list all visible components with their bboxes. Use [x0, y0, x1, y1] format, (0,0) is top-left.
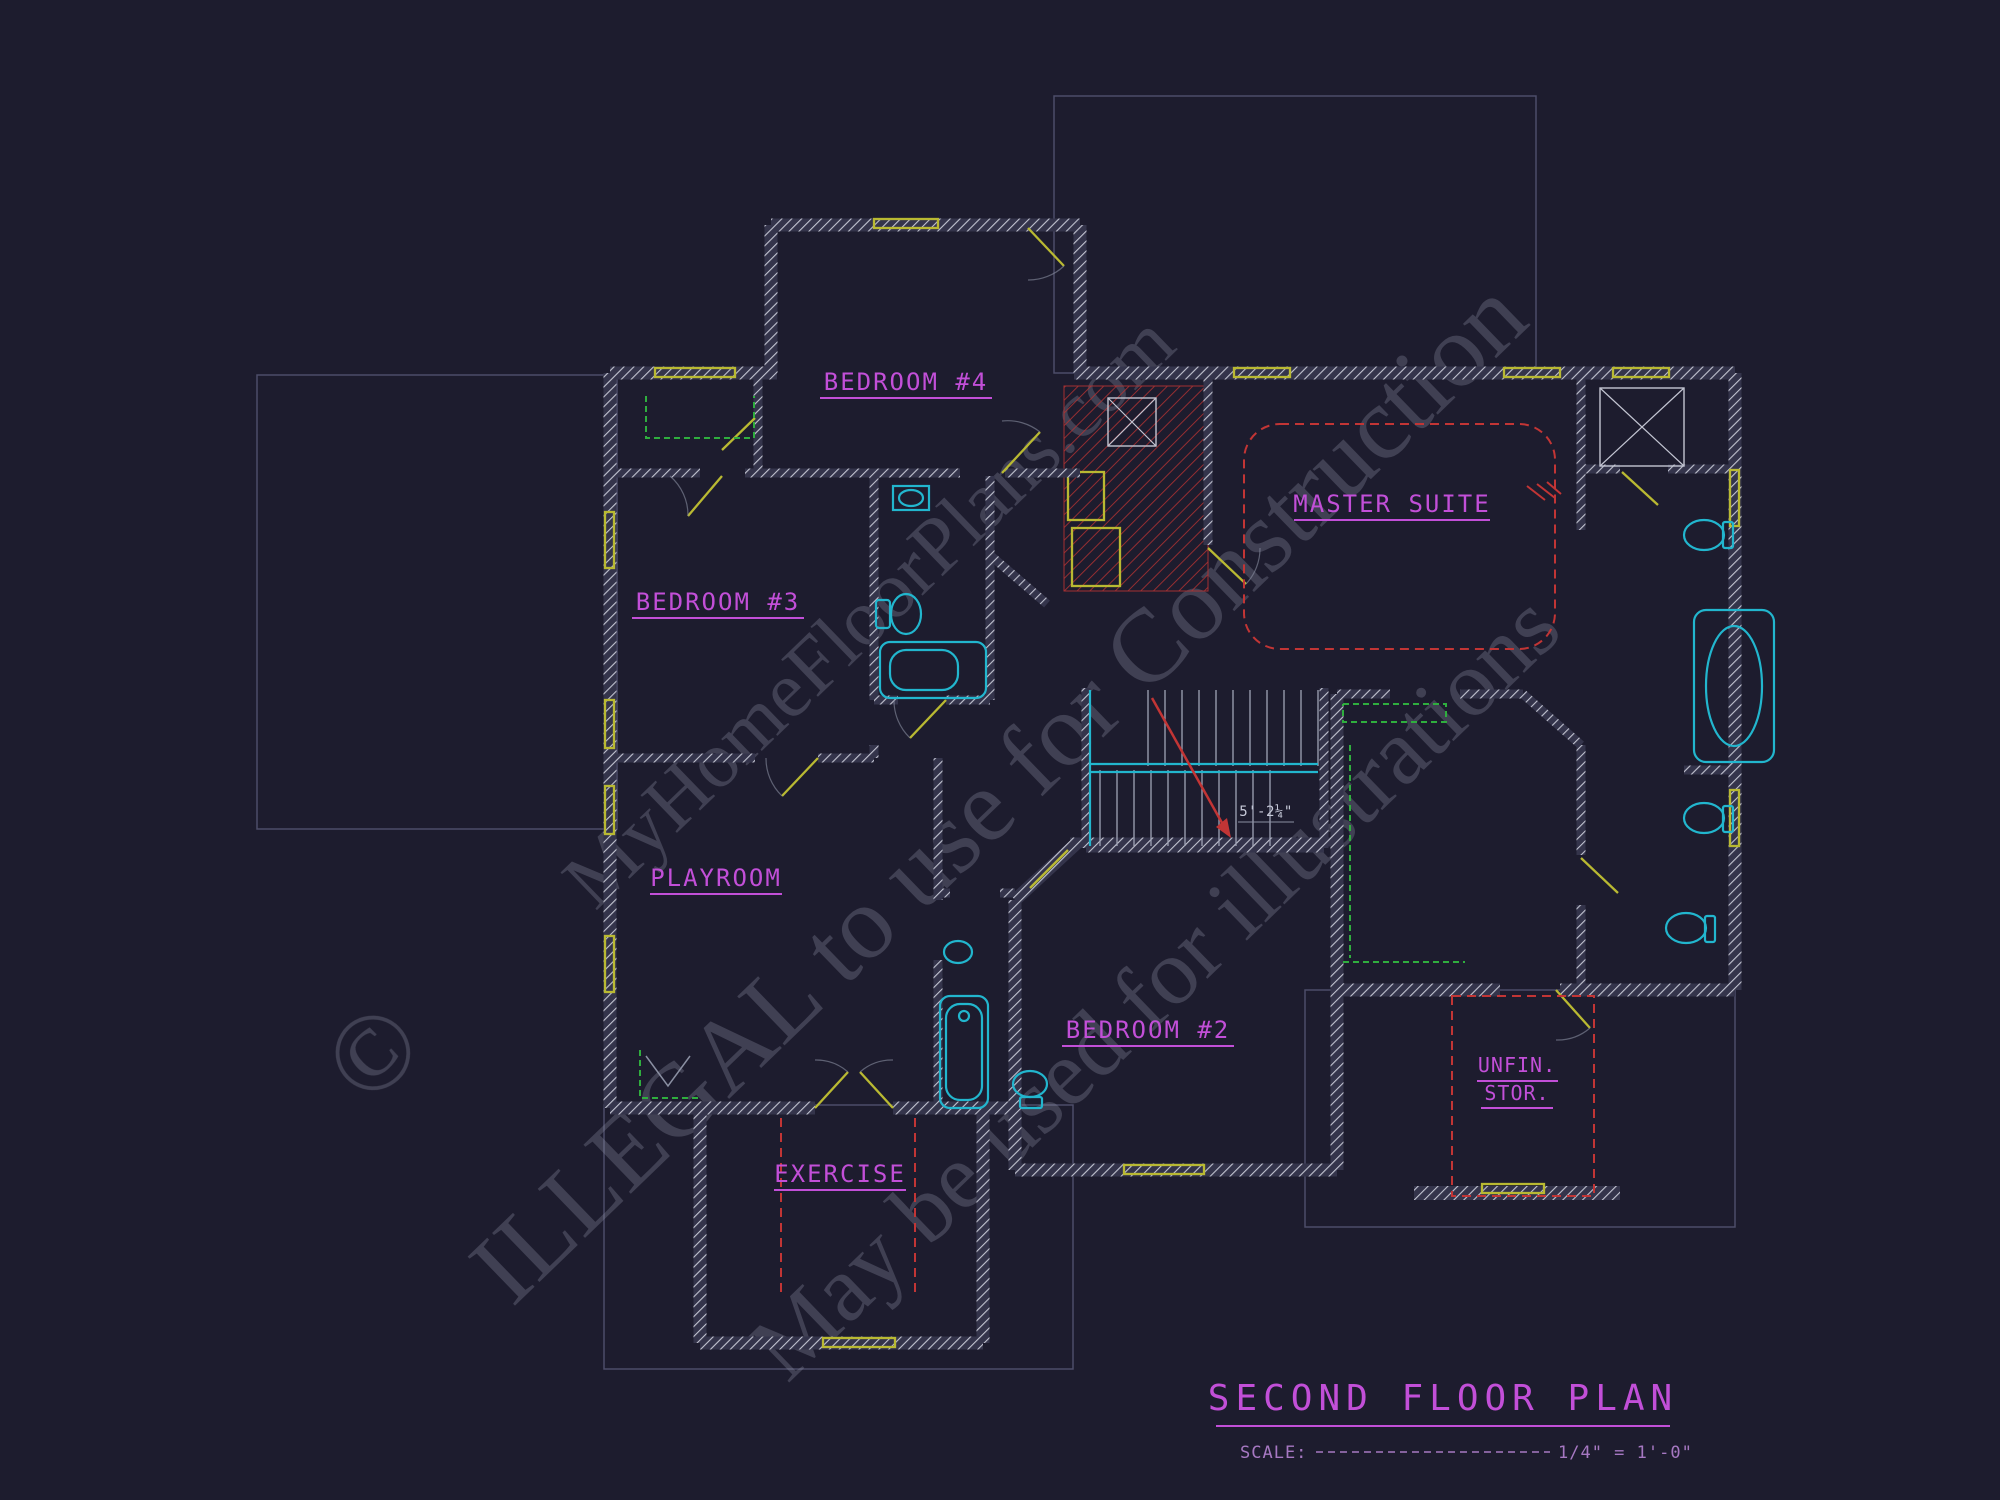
door-leaves: [687, 227, 1659, 1109]
window: [872, 217, 940, 230]
toilet-tank: [1018, 1095, 1044, 1110]
closet-x-icon: [1599, 387, 1685, 467]
hanger-rod-icon: [645, 1055, 691, 1088]
fixtures: [874, 484, 1776, 1110]
toilet-tank: [1721, 520, 1735, 550]
window: [603, 698, 616, 750]
chase-box-1: [1066, 470, 1106, 522]
stair-arrow-head: [1216, 818, 1231, 838]
stair-treads-upper: [1147, 690, 1319, 766]
interior-walls-path: [610, 373, 1735, 1108]
room-label-stor: STOR.: [1484, 1081, 1549, 1105]
tray-ceiling-outline: [1243, 423, 1556, 650]
stair-dimension-text: 5'-2¼": [1239, 804, 1293, 820]
attic-outline-left: [256, 374, 618, 830]
chase-box-2: [1070, 526, 1122, 588]
sink-icon: [942, 939, 974, 965]
linen-closet: [1599, 387, 1685, 467]
tub-drain: [957, 1009, 971, 1023]
window: [1728, 468, 1741, 528]
window: [653, 366, 737, 379]
room-label-master-suite: MASTER SUITE: [1293, 490, 1490, 518]
master-tub-icon: [1692, 608, 1776, 764]
doors: [669, 227, 1659, 1109]
window: [1611, 366, 1671, 379]
sink-counter: [891, 484, 931, 512]
toilet-icon: [1664, 911, 1708, 945]
toilet-tank: [1721, 804, 1735, 834]
window: [821, 1336, 897, 1349]
window: [1728, 788, 1741, 848]
closet-box: [1599, 387, 1685, 467]
unfinished-storage-outline: [1451, 995, 1595, 1197]
room-label-playroom: PLAYROOM: [650, 864, 782, 892]
toilet-icon: [1682, 801, 1726, 835]
attic-outline-bottom-left: [603, 1104, 1074, 1370]
chimney-hatch: [1063, 385, 1209, 592]
watermark-copyright: ©: [300, 979, 445, 1125]
scale-value: 1/4" = 1'-0": [1558, 1443, 1693, 1463]
room-label-exercise: EXERCISE: [774, 1160, 906, 1188]
bathtub-basin: [888, 648, 960, 692]
room-label-bedroom2: BEDROOM #2: [1066, 1016, 1231, 1044]
bathtub-icon: [938, 994, 990, 1110]
red-hatch-mark: [1526, 481, 1562, 501]
bathtub-basin: [944, 1002, 984, 1102]
shelf-lines: [639, 396, 1465, 1099]
window: [603, 784, 616, 836]
plan-title: SECOND FLOOR PLAN: [1208, 1378, 1678, 1419]
exercise-ceiling-lines: [780, 1118, 916, 1298]
window: [603, 510, 616, 570]
toilet-icon: [1682, 518, 1726, 552]
stair-handrail: [1088, 690, 1318, 846]
room-label-unfin: UNFIN.: [1478, 1053, 1556, 1077]
window: [603, 934, 616, 994]
red-dashed-lines: [780, 423, 1595, 1298]
attic-outline-bottom-right: [1304, 989, 1736, 1228]
room-label-bedroom4: BEDROOM #4: [824, 368, 989, 396]
window: [1502, 366, 1562, 379]
bathtub-icon: [878, 640, 988, 700]
door-swing-arcs: [669, 265, 1591, 1073]
stair-direction-arrow: [1150, 697, 1228, 831]
window: [1122, 1163, 1206, 1176]
sink-icon: [897, 488, 925, 508]
chimney-chase: [1063, 385, 1209, 592]
toilet-tank: [874, 598, 892, 630]
room-label-bedroom3: BEDROOM #3: [636, 588, 801, 616]
stair-treads-lower: [1099, 770, 1271, 846]
windows: [603, 217, 1741, 1349]
closet-shelving: [639, 396, 1465, 1099]
toilet-tank: [1703, 914, 1717, 944]
vent-box: [1107, 397, 1157, 447]
vent-box-x: [1107, 397, 1157, 447]
scale-label: SCALE:: [1240, 1443, 1307, 1463]
window: [1232, 366, 1292, 379]
title-block: SECOND FLOOR PLAN SCALE: 1/4" = 1'-0": [1208, 1378, 1693, 1463]
window: [1480, 1182, 1546, 1195]
staircase: 5'-2¼": [1088, 690, 1319, 846]
room-labels: BEDROOM #4 MASTER SUITE BEDROOM #3 PLAYR…: [632, 368, 1558, 1191]
master-tub-basin: [1704, 624, 1764, 748]
